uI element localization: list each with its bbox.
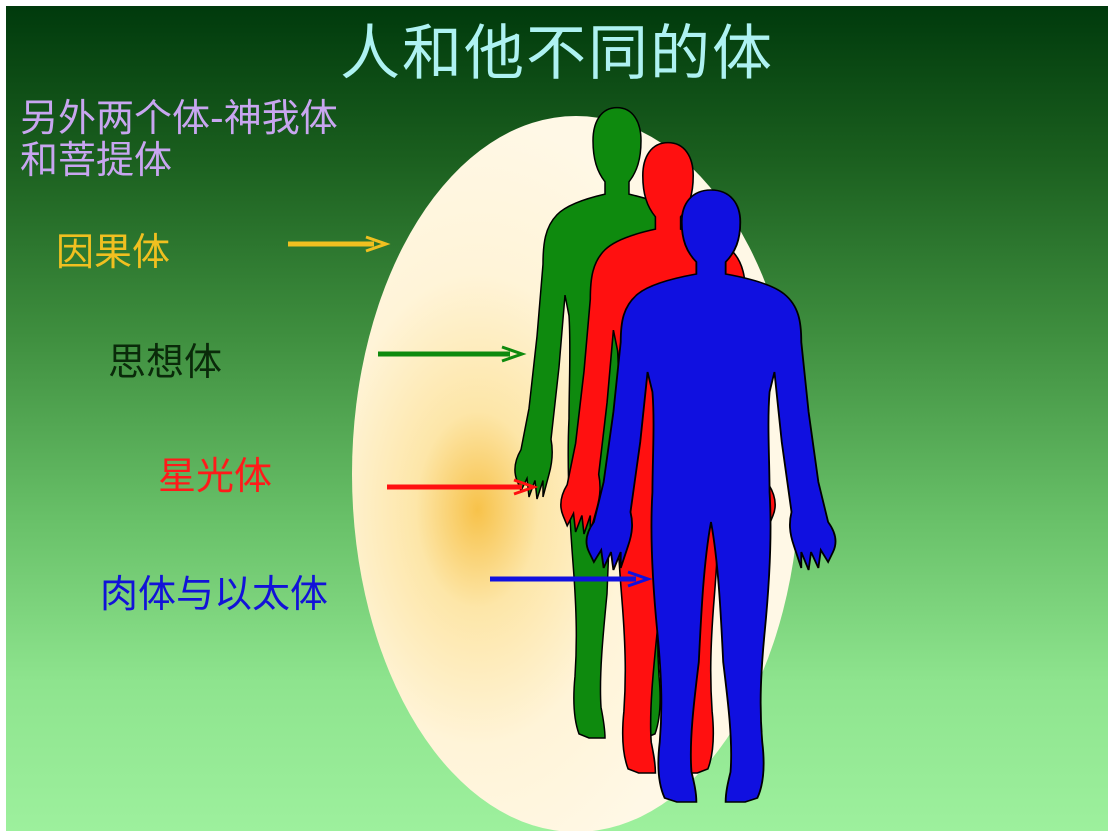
slide: 人和他不同的体 另外两个体-神我体 和菩提体 因果体 思想体 星光体 肉体与以太… xyxy=(6,6,1108,831)
mental-body-label: 思想体 xyxy=(108,340,223,384)
subtitle-line-1: 另外两个体-神我体 xyxy=(20,96,338,140)
causal-arrow xyxy=(288,235,391,253)
mental-arrow xyxy=(378,345,527,363)
physical-body-label: 肉体与以太体 xyxy=(100,572,329,616)
astral-arrow xyxy=(387,478,539,496)
physical-arrow xyxy=(490,570,653,588)
causal-body-label: 因果体 xyxy=(56,230,171,274)
page-title: 人和他不同的体 xyxy=(340,19,774,89)
aura-and-figures xyxy=(288,106,837,831)
astral-body-label: 星光体 xyxy=(158,454,273,498)
subtitle-line-2: 和菩提体 xyxy=(20,138,173,182)
